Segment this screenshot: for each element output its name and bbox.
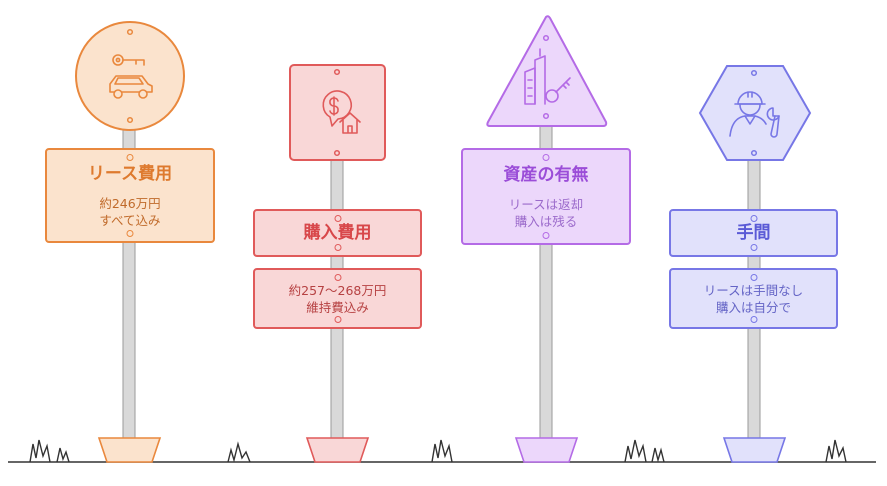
rivet: [333, 68, 341, 76]
rivet: [750, 69, 758, 77]
board-title: 資産の有無: [503, 164, 589, 185]
board-text-line: 購入は自分で: [715, 299, 791, 315]
grass-tuft: [56, 447, 70, 463]
board-text-line: リースは手間なし: [703, 282, 804, 298]
effort-detail-board: リースは手間なし 購入は自分で: [669, 268, 838, 329]
rivet: [542, 112, 550, 120]
rivet: [750, 274, 757, 281]
grass-tuft: [624, 439, 647, 463]
board-text-line: 購入は残る: [514, 213, 578, 229]
pole-base: [97, 437, 162, 463]
buildings-key-icon: [524, 48, 571, 105]
board-title: 手間: [736, 223, 771, 243]
rivet: [334, 274, 341, 281]
worker-wrench-icon: [729, 91, 780, 138]
rivet: [334, 244, 341, 251]
rivet: [542, 34, 550, 42]
purchase-cost-detail-board: 約257〜268万円 維持費込み: [253, 268, 422, 329]
grass-tuft: [825, 439, 847, 463]
rivet: [334, 215, 341, 222]
rivet: [750, 149, 758, 157]
rivet: [750, 316, 757, 323]
key-and-car-icon: [109, 54, 153, 99]
grass-tuft: [29, 439, 51, 463]
board-text-line: 約246万円: [99, 195, 161, 211]
rivet: [750, 215, 757, 222]
rivet: [542, 232, 550, 239]
pole-base: [722, 437, 787, 463]
asset-ownership-board: 資産の有無 リースは返却 購入は残る: [461, 148, 631, 245]
rivet: [126, 230, 134, 237]
rivet: [126, 116, 134, 124]
board-text-line: すべて込み: [99, 212, 161, 228]
pole-base: [514, 437, 579, 463]
board-title: 購入費用: [303, 223, 372, 243]
triangle-sign: [486, 15, 608, 127]
board-title: リース費用: [87, 163, 173, 184]
pole-base: [305, 437, 370, 463]
money-house-icon: [322, 90, 361, 134]
rivet: [126, 154, 134, 161]
board-text-line: 維持費込み: [306, 299, 369, 315]
effort-title-board: 手間: [669, 209, 838, 257]
rivet: [750, 244, 757, 251]
board-text-line: 約257〜268万円: [288, 282, 387, 298]
board-text-line: リースは返却: [508, 196, 584, 212]
rivet: [126, 28, 134, 36]
grass-tuft: [431, 439, 453, 463]
lease-cost-board: リース費用 約246万円 すべて込み: [45, 148, 215, 243]
purchase-cost-title-board: 購入費用: [253, 209, 422, 257]
rivet: [542, 154, 550, 161]
grass-tuft: [227, 441, 251, 463]
grass-tuft: [651, 447, 665, 463]
rivet: [334, 316, 341, 323]
rivet: [333, 149, 341, 157]
